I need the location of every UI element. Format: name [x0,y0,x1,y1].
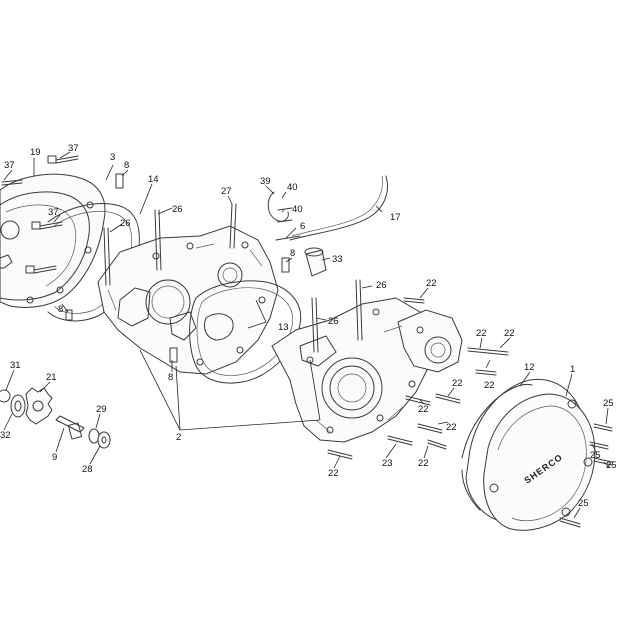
callout-25: 25 [578,498,589,509]
callout-28: 28 [82,464,93,475]
callout-40: 40 [292,204,303,215]
callout-26: 26 [172,204,183,215]
right-clutch-cover: SHERCO [465,378,596,531]
callout-25: 25 [590,450,601,461]
callout-37: 37 [68,143,79,154]
callout-22: 22 [504,328,515,339]
callout-22: 22 [418,404,429,415]
callout-9: 9 [52,452,57,463]
callout-22: 22 [484,380,495,391]
callout-22: 22 [452,378,463,389]
callout-3: 3 [110,152,115,163]
callout-26: 26 [328,316,339,327]
callout-37: 37 [4,160,15,171]
left-crankcase-half [97,225,279,375]
callout-8: 8 [58,304,63,315]
callout-labels: 19 37 37 37 3 8 14 26 26 27 39 40 40 6 1… [0,143,617,509]
callout-32: 32 [0,430,11,441]
callout-22: 22 [446,422,457,433]
left-clutch-cover [0,173,106,308]
callout-8: 8 [290,248,295,259]
callout-25: 25 [606,460,617,471]
callout-22: 22 [418,458,429,469]
callout-23: 23 [382,458,393,469]
callout-21: 21 [46,372,57,383]
callout-39: 39 [260,176,271,187]
fasteners [1,155,613,528]
callout-26: 26 [120,218,131,229]
callout-27: 27 [221,186,232,197]
callout-22: 22 [426,278,437,289]
callout-14: 14 [148,174,159,185]
callout-37: 37 [48,207,59,218]
sprocket-assembly [0,387,111,449]
callout-19: 19 [30,147,41,158]
callout-13: 13 [278,322,289,333]
callout-33: 33 [332,254,343,265]
callout-12: 12 [524,362,535,373]
callout-22: 22 [476,328,487,339]
callout-26: 26 [376,280,387,291]
callout-leaders [3,151,611,519]
callout-40: 40 [287,182,298,193]
callout-22: 22 [328,468,339,479]
callout-2: 2 [176,432,181,443]
callout-31: 31 [10,360,21,371]
callout-6: 6 [300,221,305,232]
right-crankcase-half [271,297,463,443]
callout-25: 25 [603,398,614,409]
callout-8: 8 [124,160,129,171]
callout-1: 1 [570,364,575,375]
callout-8: 8 [168,372,173,383]
callout-17: 17 [390,212,401,223]
callout-29: 29 [96,404,107,415]
